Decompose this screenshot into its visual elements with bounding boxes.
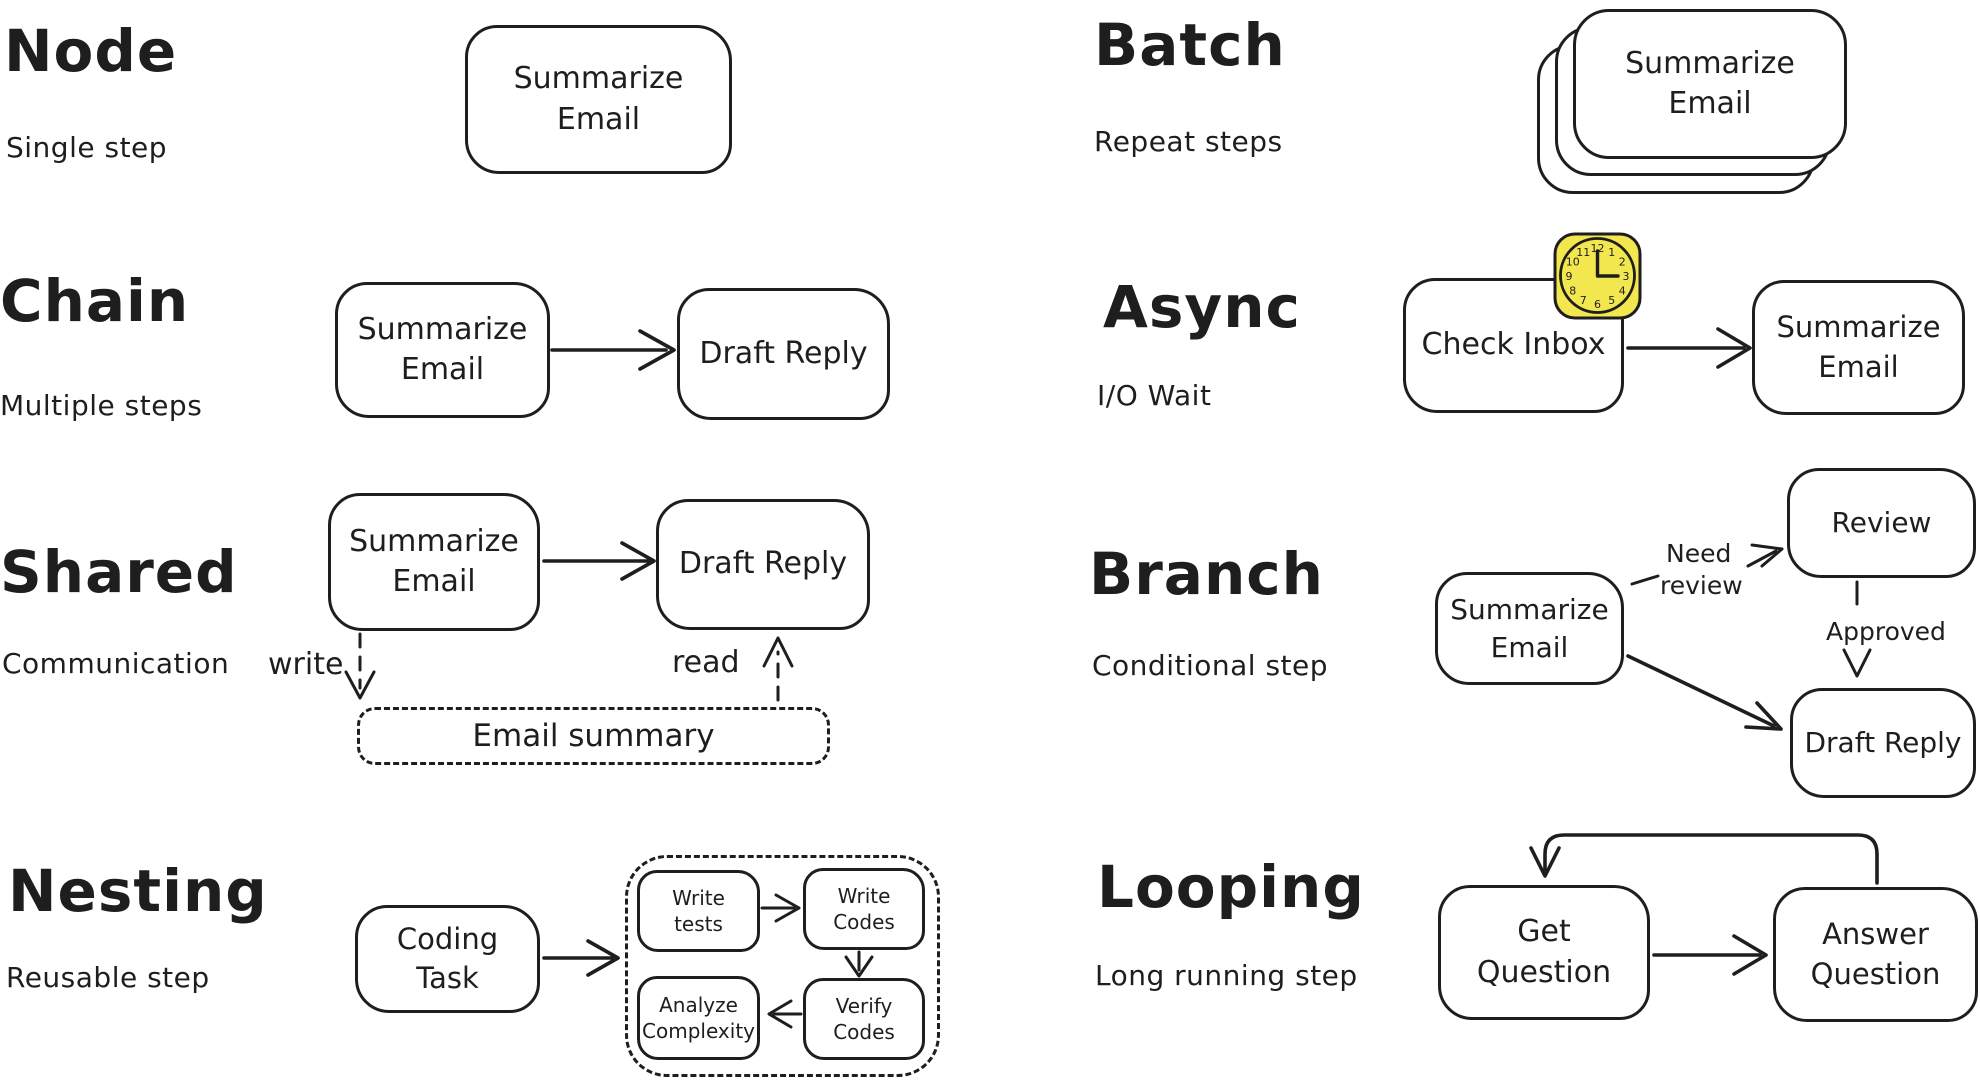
nesting-arrow [542, 939, 620, 977]
shared-read-arrow-head [762, 636, 794, 668]
looping-back-arrow [1543, 833, 1879, 885]
async-box-summarize-email: Summarize Email [1752, 280, 1965, 415]
svg-text:6: 6 [1594, 298, 1601, 311]
section-subtitle-nesting: Reusable step [6, 961, 210, 994]
section-title-chain: Chain [0, 267, 190, 335]
shared-write-label: write [268, 647, 344, 682]
nesting-box-verify-codes: Verify Codes [803, 978, 925, 1060]
section-subtitle-async: I/O Wait [1097, 379, 1212, 412]
chain-arrow [550, 329, 676, 371]
section-title-batch: Batch [1094, 11, 1286, 79]
section-title-branch: Branch [1089, 540, 1324, 608]
nesting-verify-to-analyze-arrow [767, 999, 803, 1029]
section-title-node: Node [4, 17, 178, 85]
looping-box-get-question: Get Question [1438, 885, 1650, 1020]
shared-write-arrow-head [344, 670, 376, 700]
branch-box-summarize-email: Summarize Email [1435, 572, 1624, 685]
shared-read-label: read [672, 645, 740, 680]
nesting-codes-to-verify-arrow [844, 950, 874, 978]
svg-text:9: 9 [1566, 270, 1573, 283]
branch-approved-arrow-head [1842, 648, 1872, 678]
branch-approved-label: Approved [1826, 617, 1946, 646]
section-subtitle-shared: Communication [2, 647, 230, 680]
async-arrow [1626, 327, 1752, 369]
svg-text:12: 12 [1591, 242, 1605, 255]
section-subtitle-looping: Long running step [1095, 959, 1358, 992]
branch-diagonal-arrow [1626, 654, 1783, 731]
branch-need-review-tick [1630, 574, 1660, 586]
clock-icon: 12 1 2 3 4 5 6 7 8 9 10 11 [1553, 232, 1642, 320]
svg-text:10: 10 [1566, 256, 1580, 269]
batch-box-summarize-email: Summarize Email [1573, 9, 1847, 159]
nesting-box-analyze-complexity: Analyze Complexity [637, 976, 760, 1060]
section-title-looping: Looping [1097, 853, 1365, 921]
branch-box-draft-reply: Draft Reply [1790, 688, 1976, 798]
svg-text:1: 1 [1608, 246, 1615, 259]
shared-box-draft-reply: Draft Reply [656, 499, 870, 630]
looping-forward-arrow [1652, 934, 1768, 976]
shared-store-email-summary: Email summary [357, 707, 830, 765]
svg-text:8: 8 [1569, 284, 1576, 297]
svg-text:5: 5 [1608, 294, 1615, 307]
branch-review-label: review [1660, 571, 1743, 600]
section-subtitle-chain: Multiple steps [0, 389, 203, 422]
svg-text:11: 11 [1576, 246, 1590, 259]
node-box-summarize-email: Summarize Email [465, 25, 732, 174]
chain-box-summarize-email: Summarize Email [335, 282, 550, 418]
shared-box-summarize-email: Summarize Email [328, 493, 540, 631]
nesting-dashed-container [625, 855, 940, 1077]
section-subtitle-batch: Repeat steps [1094, 125, 1283, 158]
section-title-async: Async [1103, 273, 1301, 341]
branch-box-review: Review [1787, 468, 1976, 578]
branch-need-review-arrow [1746, 543, 1784, 568]
section-title-nesting: Nesting [8, 857, 268, 925]
svg-text:2: 2 [1619, 256, 1626, 269]
looping-back-arrow-head [1529, 846, 1561, 878]
section-subtitle-branch: Conditional step [1092, 649, 1329, 682]
shared-arrow [542, 541, 656, 581]
nesting-box-write-codes: Write Codes [803, 868, 925, 950]
branch-need-label: Need [1666, 539, 1732, 568]
nesting-box-write-tests: Write tests [637, 870, 760, 952]
looping-box-answer-question: Answer Question [1773, 887, 1978, 1022]
svg-text:4: 4 [1619, 284, 1626, 297]
section-subtitle-node: Single step [6, 131, 168, 164]
section-title-shared: Shared [0, 538, 238, 606]
chain-box-draft-reply: Draft Reply [677, 288, 890, 420]
svg-text:3: 3 [1623, 270, 1630, 283]
nesting-tests-to-codes-arrow [760, 893, 801, 923]
svg-text:7: 7 [1580, 294, 1587, 307]
nesting-box-coding-task: Coding Task [355, 905, 540, 1013]
